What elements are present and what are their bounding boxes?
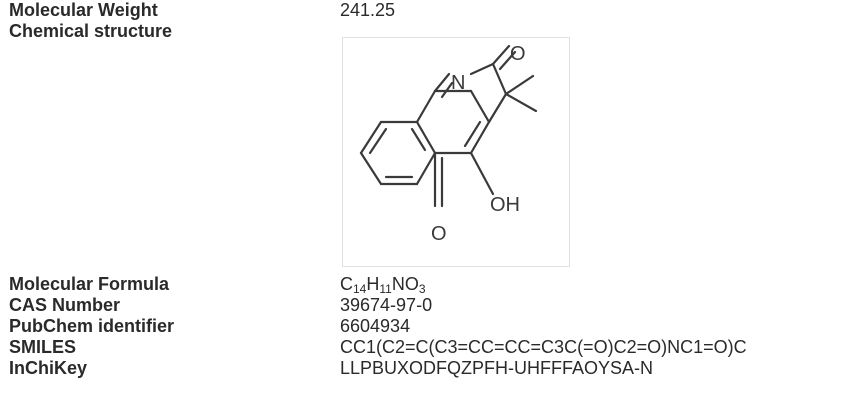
bond [415,120,437,155]
bond [368,127,388,155]
bond [415,151,437,186]
chemical-structure-label: Chemical structure [9,21,173,41]
inchikey-label: InChiKey [9,358,88,378]
smiles-label: SMILES [9,337,77,357]
chemical-structure-image: N O OH O [342,37,570,267]
bond [469,89,491,124]
formula-element: H [366,274,380,294]
bond [504,92,538,113]
bond [440,81,454,99]
pubchem-identifier-value: 6604934 [340,316,411,336]
inchikey-value: LLPBUXODFQZPFH-UHFFFAOYSA-N [340,358,654,378]
bond [469,120,491,155]
bond [469,151,495,196]
bond [469,62,495,76]
cas-number-label: CAS Number [9,295,121,315]
bond [433,72,451,93]
bond [410,127,427,152]
bond [498,50,517,71]
formula-element: C [340,274,353,294]
molecular-weight-value: 241.25 [340,0,396,20]
molecular-weight-label: Molecular Weight [9,0,158,20]
atom-oh: OH [490,194,520,216]
formula-subscript: 14 [353,282,367,296]
atom-n: N [451,72,465,94]
formula-subscript: 3 [418,282,426,296]
bond [359,120,383,155]
bond [487,92,508,124]
bond [359,151,383,186]
atom-o-bottom: O [431,223,447,245]
cas-number-value: 39674-97-0 [340,295,433,315]
bond [504,74,535,96]
formula-element: NO [391,274,419,294]
bond [415,89,437,124]
formula-subscript: 11 [379,282,392,296]
bond [491,44,511,66]
bond [491,62,508,96]
smiles-value: CC1(C2=C(C3=CC=CC=C3C(=O)C2=O)NC1=O)C [340,337,747,357]
molecular-formula-value: C14H11NO3 [340,274,426,296]
bond [463,120,482,148]
atom-o-top: O [510,43,526,65]
pubchem-identifier-label: PubChem identifier [9,316,175,336]
structure-drawing: N O OH O [359,43,538,245]
molecular-formula-label: Molecular Formula [9,274,170,294]
